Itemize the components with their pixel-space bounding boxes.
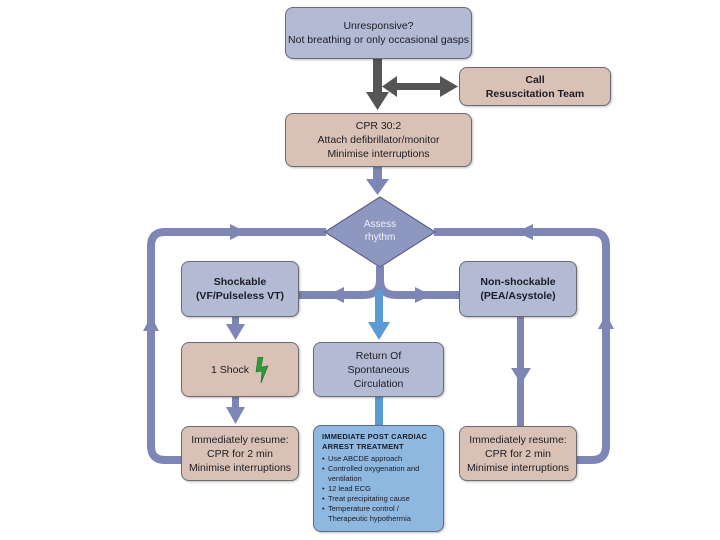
- assess-rhythm-diamond: [324, 196, 436, 268]
- post-arrest-title-line-1: Immediate post cardiac: [322, 432, 428, 441]
- call-team-box: Call Resuscitation Team: [459, 67, 611, 106]
- unresponsive-box: Unresponsive? Not breathing or only occa…: [285, 7, 472, 59]
- unresponsive-line-1: Unresponsive?: [343, 20, 414, 32]
- post-arrest-item: 12 lead ECG: [322, 484, 437, 494]
- resume-left-line-2: CPR for 2 min: [207, 447, 273, 460]
- resume-right-line-3: Minimise interruptions: [466, 461, 570, 474]
- post-arrest-treatment-box: Immediate post cardiac arrest treatment …: [313, 425, 444, 532]
- post-arrest-list: Use ABCDE approach Controlled oxygenatio…: [322, 454, 437, 524]
- lightning-bolt-icon: [255, 356, 269, 383]
- shockable-line-2: (VF/Pulseless VT): [195, 290, 285, 302]
- post-arrest-item: Temperature control / Therapeutic hypoth…: [322, 504, 437, 524]
- shock-column-line-1: [232, 317, 239, 327]
- arrow-right-loop-left: [517, 224, 533, 240]
- arrow-call-team: [382, 76, 458, 97]
- arrow-to-1-shock: [226, 324, 245, 340]
- assess-rhythm-label: Assess rhythm: [324, 218, 436, 244]
- non-shockable-line-1: Non-shockable: [480, 276, 556, 288]
- post-arrest-title-line-2: arrest treatment: [322, 442, 404, 451]
- loop-left: [147, 228, 326, 464]
- arrow-to-rosc: [368, 322, 390, 340]
- rosc-line-3: Circulation: [353, 377, 404, 390]
- assess-line-1: Assess: [363, 219, 397, 230]
- arrow-right-loop-up: [598, 314, 614, 329]
- arrow-to-resume-right: [511, 368, 531, 384]
- rosc-line: [375, 290, 383, 325]
- cpr-line-3: Minimise interruptions: [327, 148, 430, 160]
- arrow-to-resume-left: [226, 407, 245, 424]
- cpr-box: CPR 30:2 Attach defibrillator/monitor Mi…: [285, 113, 472, 167]
- resume-left-line-1: Immediately resume:: [191, 433, 289, 446]
- resume-cpr-right-box: Immediately resume: CPR for 2 min Minimi…: [459, 426, 577, 481]
- arrow-to-non-shockable: [415, 287, 431, 303]
- one-shock-label: 1 Shock: [211, 363, 249, 376]
- resume-left-line-3: Minimise interruptions: [188, 461, 292, 474]
- non-shockable-box: Non-shockable (PEA/Asystole): [459, 261, 577, 317]
- assess-line-2: rhythm: [364, 232, 396, 243]
- shockable-box: Shockable (VF/Pulseless VT): [181, 261, 299, 317]
- resume-right-line-2: CPR for 2 min: [485, 447, 551, 460]
- loop-right: [434, 228, 610, 464]
- rosc-to-post-line: [375, 397, 383, 426]
- arrow-left-loop-up: [143, 316, 159, 331]
- arrow-left-loop-right: [230, 224, 246, 240]
- post-arrest-title: Immediate post cardiac arrest treatment: [322, 432, 427, 452]
- arrow-unresponsive-to-cpr: [366, 59, 389, 110]
- unresponsive-line-2: Not breathing or only occasional gasps: [288, 34, 469, 46]
- arrow-to-shockable: [328, 287, 344, 303]
- shock-column-line-2: [232, 397, 239, 409]
- post-arrest-item: Treat precipitating cause: [322, 494, 437, 504]
- rosc-line-2: Spontaneous: [347, 363, 410, 376]
- call-line-2: Resuscitation Team: [485, 87, 585, 100]
- post-arrest-item: Use ABCDE approach: [322, 454, 437, 464]
- one-shock-box: 1 Shock: [181, 342, 299, 397]
- arrow-cpr-to-assess: [366, 167, 389, 195]
- resume-cpr-left-box: Immediately resume: CPR for 2 min Minimi…: [181, 426, 299, 481]
- shockable-line-1: Shockable: [213, 276, 267, 288]
- rosc-line-1: Return Of: [355, 349, 402, 362]
- non-shockable-line-2: (PEA/Asystole): [480, 290, 556, 302]
- rosc-box: Return Of Spontaneous Circulation: [313, 342, 444, 397]
- cpr-line-1: CPR 30:2: [355, 120, 402, 132]
- resume-right-line-1: Immediately resume:: [469, 433, 567, 446]
- cpr-line-2: Attach defibrillator/monitor: [317, 134, 440, 146]
- call-line-1: Call: [525, 73, 545, 86]
- post-arrest-item: Controlled oxygenation and ventilation: [322, 464, 437, 484]
